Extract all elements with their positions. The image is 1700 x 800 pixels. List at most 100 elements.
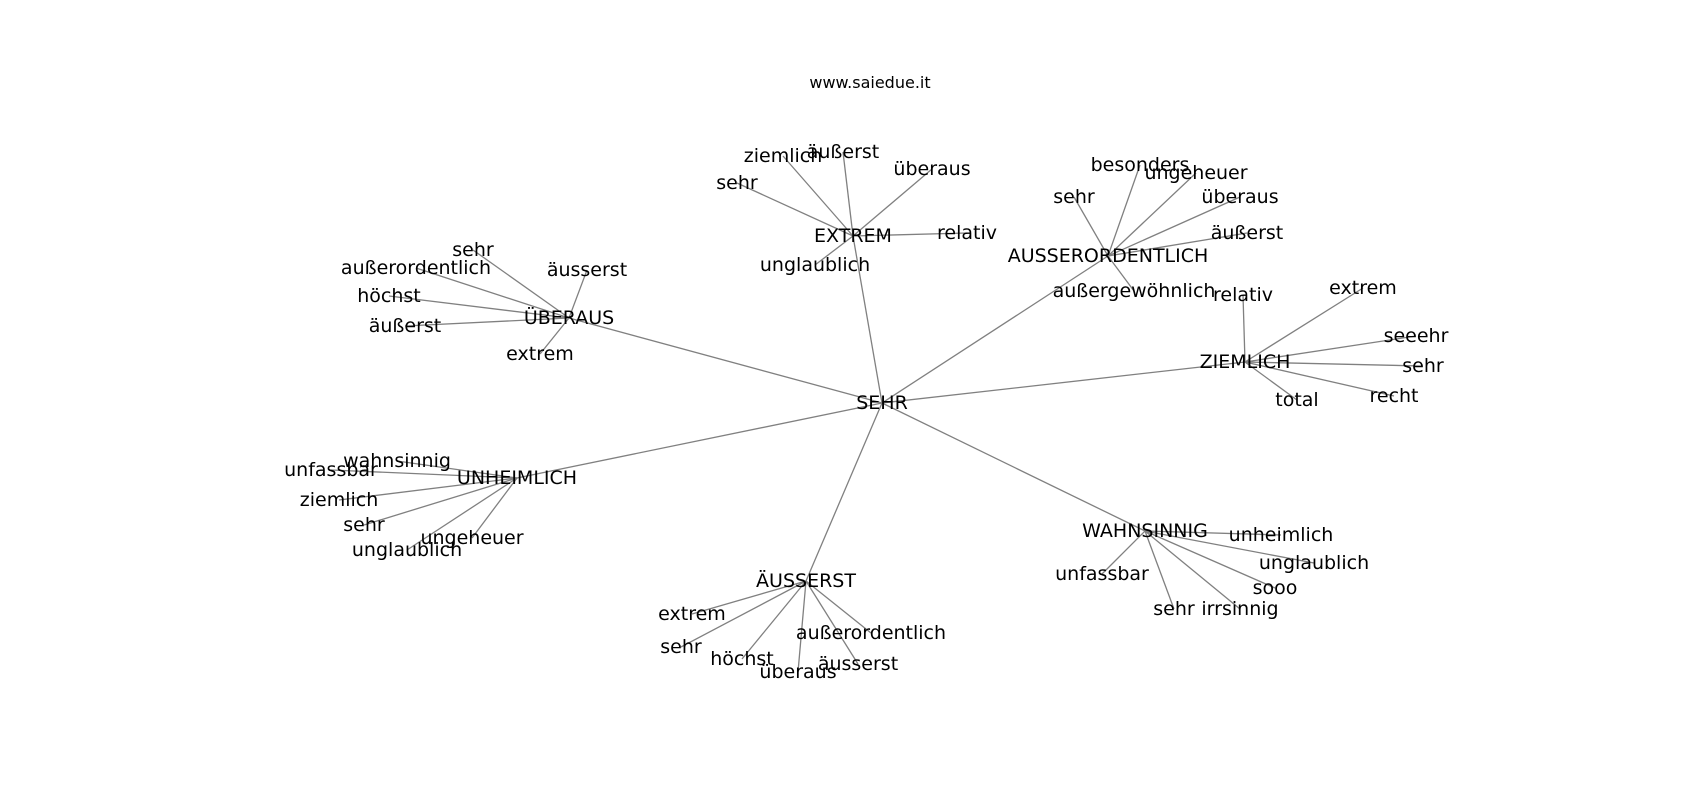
leaf-node-label: ungeheuer <box>1144 162 1247 184</box>
leaf-node-label: unheimlich <box>1229 524 1334 546</box>
leaf-node-label: überaus <box>893 158 970 180</box>
edge-hub-to-leaf <box>404 317 570 327</box>
leaf-node-label: äußerst <box>1211 222 1284 244</box>
edge-hub-to-leaf <box>330 469 518 479</box>
edge-center-to-hub <box>852 235 883 404</box>
leaf-node-label: sooo <box>1253 577 1298 599</box>
edge-hub-to-leaf <box>1144 530 1282 536</box>
center-node-label: SEHR <box>856 392 908 414</box>
edge-hub-to-leaf <box>472 249 570 319</box>
labels-layer: SEHREXTREMziemlichäußerstüberaussehrrela… <box>284 141 1448 683</box>
leaf-node-label: unglaublich <box>1259 552 1369 574</box>
leaf-node-label: überaus <box>759 661 836 683</box>
leaf-node-label: höchst <box>710 648 774 670</box>
edge-center-to-hub <box>881 361 1246 404</box>
hub-node-label: AUSSERORDENTLICH <box>1008 245 1209 267</box>
leaf-node-label: besonders <box>1091 154 1190 176</box>
edge-hub-to-leaf <box>1144 530 1241 610</box>
leaf-node-label: relativ <box>937 222 997 244</box>
leaf-node-label: sehr <box>452 239 494 261</box>
edge-hub-to-leaf <box>1244 335 1417 363</box>
edge-hub-to-leaf <box>691 580 807 615</box>
leaf-node-label: unfassbar <box>1055 563 1149 585</box>
leaf-node-label: äusserst <box>818 653 898 675</box>
edge-hub-to-leaf <box>782 155 854 237</box>
leaf-node-label: sehr <box>1053 186 1095 208</box>
edge-hub-to-leaf <box>406 477 518 551</box>
leaf-node-label: äußerst <box>369 315 442 337</box>
edge-hub-to-leaf <box>814 235 854 266</box>
leaf-node-label: äußerst <box>807 141 880 163</box>
leaf-node-label: außergewöhnlich <box>1053 280 1216 302</box>
leaf-node-label: extrem <box>658 603 726 625</box>
hub-node-label: ÜBERAUS <box>524 306 614 329</box>
edge-hub-to-leaf <box>539 317 570 355</box>
hub-node-label: WAHNSINNIG <box>1082 520 1208 542</box>
edge-hub-to-leaf <box>842 151 854 237</box>
leaf-node-label: irrsinnig <box>1201 598 1278 620</box>
edge-hub-to-leaf <box>1244 361 1298 401</box>
edge-hub-to-leaf <box>736 182 854 237</box>
edge-hub-to-leaf <box>1101 530 1146 575</box>
hub-node-label: ZIEMLICH <box>1200 351 1291 373</box>
hub-node-label: EXTREM <box>814 225 892 247</box>
leaf-node-label: extrem <box>1329 277 1397 299</box>
edge-hub-to-leaf <box>388 295 570 319</box>
leaf-node-label: außerordentlich <box>341 257 491 279</box>
edge-hub-to-leaf <box>568 269 588 319</box>
edge-hub-to-leaf <box>797 580 807 673</box>
edge-hub-to-leaf <box>1144 530 1315 564</box>
leaf-node-label: außerordentlich <box>796 622 946 644</box>
edge-hub-to-leaf <box>1107 172 1197 257</box>
edge-hub-to-leaf <box>1242 294 1246 363</box>
leaf-node-label: äusserst <box>547 259 627 281</box>
leaf-node-label: wahnsinnig <box>343 450 451 472</box>
leaf-node-label: unfassbar <box>284 459 378 481</box>
edge-hub-to-leaf <box>471 477 518 539</box>
edge-hub-to-leaf <box>680 580 807 648</box>
leaf-node-label: sehr <box>343 514 385 536</box>
edge-hub-to-leaf <box>415 267 570 319</box>
edge-hub-to-leaf <box>1073 196 1109 257</box>
edge-hub-to-leaf <box>1244 361 1395 397</box>
leaf-node-label: total <box>1275 389 1318 411</box>
edge-hub-to-leaf <box>1107 255 1135 292</box>
leaf-node-label: ungeheuer <box>420 527 523 549</box>
leaf-node-label: höchst <box>357 285 421 307</box>
leaf-node-label: überaus <box>1201 186 1278 208</box>
leaf-node-label: sehr <box>1153 598 1195 620</box>
edge-center-to-hub <box>805 402 883 582</box>
leaf-node-label: sehr <box>716 172 758 194</box>
edge-hub-to-leaf <box>338 477 518 501</box>
edge-hub-to-leaf <box>1107 164 1141 257</box>
edge-hub-to-leaf <box>805 580 872 634</box>
edge-hub-to-leaf <box>1107 232 1248 257</box>
edge-hub-to-leaf <box>1144 530 1175 610</box>
leaf-node-label: relativ <box>1213 284 1273 306</box>
hub-node-label: UNHEIMLICH <box>457 467 577 489</box>
edge-center-to-hub <box>516 402 883 479</box>
edge-hub-to-leaf <box>1244 361 1424 367</box>
leaf-node-label: seeehr <box>1384 325 1449 347</box>
edge-center-to-hub <box>881 402 1146 532</box>
hub-node-label: ÄUSSERST <box>756 569 856 592</box>
edge-hub-to-leaf <box>396 460 518 479</box>
leaf-node-label: recht <box>1369 385 1418 407</box>
edge-hub-to-leaf <box>852 168 933 237</box>
edge-hub-to-leaf <box>741 580 807 660</box>
edge-hub-to-leaf <box>363 477 518 526</box>
leaf-node-label: sehr <box>1402 355 1444 377</box>
leaf-node-label: extrem <box>506 343 574 365</box>
edge-hub-to-leaf <box>1107 196 1241 257</box>
edge-hub-to-leaf <box>1144 530 1276 589</box>
edge-center-to-hub <box>881 255 1109 404</box>
leaf-node-label: unglaublich <box>352 539 462 561</box>
edge-hub-to-leaf <box>852 232 968 237</box>
leaf-node-label: ziemlich <box>744 145 823 167</box>
diagram-title: www.saiedue.it <box>809 73 930 92</box>
leaf-node-label: ziemlich <box>300 489 379 511</box>
edge-center-to-hub <box>568 317 883 404</box>
edge-hub-to-leaf <box>805 580 859 665</box>
leaf-node-label: sehr <box>660 636 702 658</box>
